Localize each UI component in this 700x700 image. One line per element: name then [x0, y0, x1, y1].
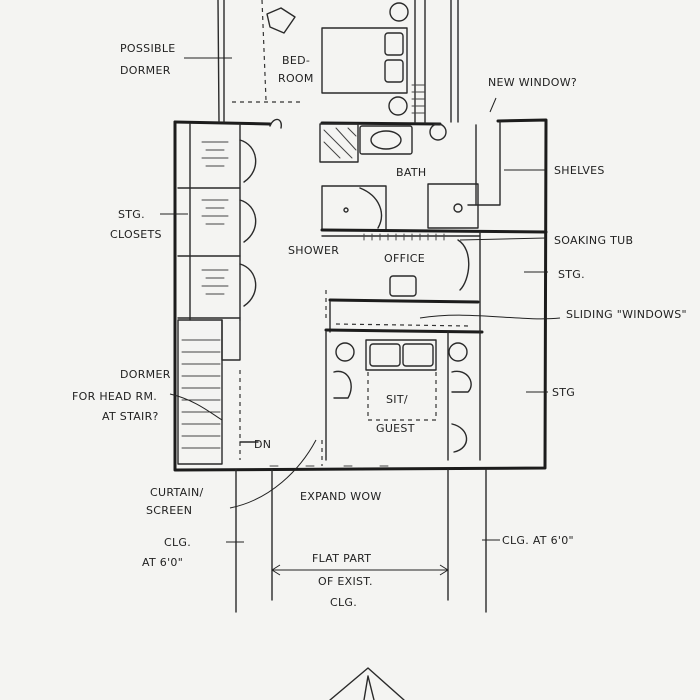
storage-closets [177, 123, 257, 321]
room-labels: BED- ROOM BATH OFFICE SIT/ GUEST [278, 54, 426, 435]
bath-fixtures [319, 121, 501, 231]
stg-label-2: STG [552, 386, 575, 399]
flat-part-label-3: CLG. [330, 596, 357, 609]
office-label: OFFICE [384, 252, 425, 265]
bedroom-furniture [232, 0, 425, 129]
dormer-head-label-3: AT STAIR? [102, 410, 159, 423]
office-wall [320, 228, 548, 291]
curtain-screen-label-1: CURTAIN/ [150, 486, 204, 499]
possible-dormer-label-1: POSSIBLE [120, 42, 176, 55]
flat-part-label-2: OF EXIST. [318, 575, 373, 588]
guest-area [269, 231, 481, 467]
exterior-walls [173, 0, 548, 472]
annotation-labels: POSSIBLE DORMER NEW WINDOW? SHELVES STG.… [72, 42, 687, 609]
shower-label: SHOWER [288, 244, 339, 257]
office-desk [324, 275, 484, 334]
stg-closets-label-2: CLOSETS [110, 228, 162, 241]
clg-left-label-1: CLG. [164, 536, 191, 549]
guest-label-2: GUEST [376, 422, 415, 435]
new-window-label: NEW WINDOW? [488, 76, 577, 89]
bedroom-label-1: BED- [282, 54, 310, 67]
guest-label-1: SIT/ [386, 393, 408, 406]
stg-closets-label-1: STG. [118, 208, 145, 221]
bath-label: BATH [396, 166, 426, 179]
dn-label: DN [254, 438, 271, 451]
bedroom-label-2: ROOM [278, 72, 314, 85]
sliding-windows-label: SLIDING "WINDOWS" [566, 308, 687, 321]
clg-right-label: CLG. AT 6'0" [502, 534, 574, 547]
soaking-tub-label: SOAKING TUB [554, 234, 633, 247]
expand-wow-label: EXPAND WOW [300, 490, 382, 503]
possible-dormer-label-2: DORMER [120, 64, 171, 77]
clg-left-label-2: AT 6'0" [142, 556, 183, 569]
flat-part-label-1: FLAT PART [312, 552, 371, 565]
dormer-head-label-1: DORMER [120, 368, 171, 381]
curtain-screen-label-2: SCREEN [146, 504, 192, 517]
shelves-label: SHELVES [554, 164, 605, 177]
leader-lines [160, 57, 561, 543]
stg-label-1: STG. [558, 268, 585, 281]
dormer-head-label-2: FOR HEAD RM. [72, 390, 157, 403]
stair [177, 319, 259, 465]
ceiling-lines [235, 469, 487, 700]
